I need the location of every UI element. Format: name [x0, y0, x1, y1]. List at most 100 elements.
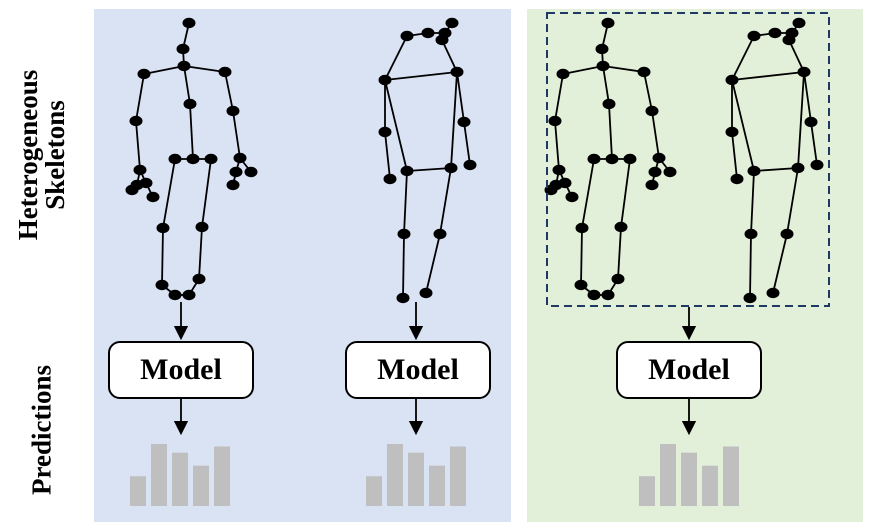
skeleton-bone: [750, 170, 755, 235]
skeleton-joint: [614, 221, 628, 233]
skeleton-joint: [400, 165, 414, 177]
skeleton-bone: [183, 65, 226, 73]
skeleton-bone: [786, 167, 799, 235]
skeleton-joint: [782, 34, 796, 46]
prediction-bar: [130, 476, 146, 506]
skeleton-joint: [450, 66, 464, 78]
skeleton-joint: [233, 152, 247, 164]
prediction-bar: [639, 476, 655, 506]
skeleton-joint: [645, 179, 659, 191]
skeleton-bone: [580, 227, 583, 286]
skeleton-bone: [772, 233, 788, 294]
skeleton-joint: [146, 191, 160, 203]
skeleton-joint: [463, 159, 477, 171]
skeleton-joint: [139, 177, 153, 189]
skeleton-joint: [182, 17, 196, 29]
skeleton-bone: [581, 158, 595, 229]
skeleton-bone: [463, 121, 471, 166]
skeleton-joint: [176, 43, 190, 55]
grouped-skeletons-dashed-box: [546, 12, 830, 307]
prediction-bar: [366, 476, 382, 506]
prediction-bar: [429, 465, 445, 506]
skeleton-joint: [168, 153, 182, 165]
skeleton-joint: [558, 177, 572, 189]
prediction-bars-3: [639, 444, 739, 506]
skeleton-joint: [645, 105, 659, 117]
skeleton-joint: [747, 165, 761, 177]
skeleton-b-blue: [378, 17, 477, 304]
skeleton-joint: [378, 126, 392, 138]
skeleton-bone: [384, 35, 408, 81]
skeleton-joint: [186, 153, 200, 165]
prediction-bar: [172, 452, 188, 506]
skeleton-bone: [384, 71, 458, 81]
skeleton-b-green: [725, 17, 824, 304]
skeleton-joint: [400, 30, 414, 42]
skeleton-joint: [611, 273, 625, 285]
skeleton-joint: [444, 162, 458, 174]
model-box-1: Model: [108, 341, 254, 399]
skeleton-joint: [587, 153, 601, 165]
skeleton-bone: [749, 233, 752, 299]
skeleton-bone: [425, 233, 441, 294]
skeleton-bone: [232, 110, 241, 159]
skeleton-joint: [129, 115, 143, 127]
prediction-bar: [681, 452, 697, 506]
skeleton-joint: [137, 68, 151, 80]
skeleton-joint: [182, 289, 196, 301]
skeleton-bone: [651, 110, 660, 159]
skeleton-joint: [637, 66, 651, 78]
skeleton-joint: [565, 191, 579, 203]
skeleton-bone: [731, 79, 755, 172]
skeleton-joint: [229, 166, 243, 178]
skeleton-bone: [602, 65, 610, 105]
skeleton-bone: [183, 65, 191, 105]
skeleton-bone: [143, 65, 185, 75]
skeleton-bone: [608, 103, 613, 160]
skeleton-bone: [135, 120, 141, 171]
skeleton-joint: [766, 287, 780, 299]
skeleton-bone: [602, 65, 645, 73]
skeleton-bone: [620, 158, 631, 228]
prediction-bar: [408, 452, 424, 506]
skeleton-joint: [435, 34, 449, 46]
skeleton-bone: [797, 71, 805, 169]
skeleton-bone: [788, 39, 805, 73]
prediction-bar: [193, 465, 209, 506]
skeleton-bone: [189, 103, 194, 160]
skeleton-joint: [168, 289, 182, 301]
skeleton-joint: [133, 164, 147, 176]
skeleton-joint: [601, 17, 615, 29]
skeleton-joint: [433, 228, 447, 240]
skeleton-bone: [441, 39, 458, 73]
skeleton-joint: [421, 27, 435, 39]
skeleton-bone: [617, 226, 622, 280]
skeleton-bone: [643, 71, 653, 112]
skeleton-joint: [204, 153, 218, 165]
skeleton-joint: [396, 292, 410, 304]
skeleton-joint: [623, 153, 637, 165]
skeleton-joint: [457, 116, 471, 128]
skeleton-joint: [195, 221, 209, 233]
skeleton-joint: [226, 105, 240, 117]
prediction-bar: [214, 446, 230, 506]
skeleton-joint: [725, 126, 739, 138]
skeleton-bone: [384, 79, 408, 172]
skeleton-joint: [378, 74, 392, 86]
prediction-bar: [450, 446, 466, 506]
skeleton-joint: [556, 68, 570, 80]
skeleton-joint: [747, 30, 761, 42]
skeleton-bone: [731, 131, 738, 180]
skeleton-bone: [403, 170, 408, 235]
prediction-bar: [702, 465, 718, 506]
model-box-3: Model: [616, 341, 762, 399]
prediction-bars-2: [366, 444, 466, 506]
skeleton-joint: [792, 17, 806, 29]
skeleton-joint: [605, 153, 619, 165]
skeleton-joint: [804, 116, 818, 128]
skeleton-bone: [224, 71, 234, 112]
skeleton-bone: [731, 35, 755, 81]
skeleton-bone: [803, 71, 812, 123]
skeleton-bone: [406, 167, 452, 172]
